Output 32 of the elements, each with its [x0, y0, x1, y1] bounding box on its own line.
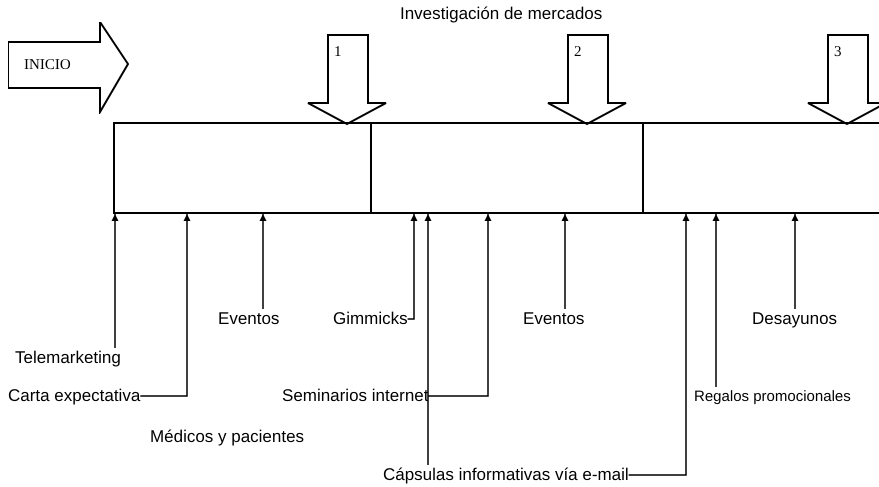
arrow	[260, 214, 266, 309]
arrow	[424, 214, 432, 465]
arrow	[792, 214, 798, 309]
timeline-segment	[642, 122, 879, 214]
timeline-segment	[113, 122, 372, 214]
activity-label: Desayunos	[752, 309, 838, 329]
start-label: INICIO	[24, 56, 71, 74]
down-block-arrow	[546, 34, 628, 126]
activity-label: Eventos	[523, 309, 584, 329]
activity-label: Regalos promocionales	[694, 387, 851, 407]
step-number: 2	[574, 43, 582, 61]
arrow	[562, 214, 568, 309]
down-block-arrow	[806, 34, 879, 126]
arrow	[112, 214, 118, 348]
arrow	[628, 214, 690, 476]
activity-label: Seminarios internet	[282, 386, 428, 406]
arrow	[408, 214, 418, 320]
activity-label: Médicos y pacientes	[150, 427, 304, 447]
start-block-arrow	[8, 22, 130, 114]
timeline-segment	[370, 122, 644, 214]
step-number: 1	[334, 43, 342, 61]
step-number: 3	[834, 43, 842, 61]
activity-label: Carta expectativa	[8, 386, 140, 406]
arrow	[712, 214, 720, 387]
title: Investigación de mercados	[400, 4, 602, 24]
activity-label: Eventos	[218, 309, 280, 329]
activity-label: Cápsulas informativas vía e-mail	[383, 465, 629, 485]
activity-label: Gimmicks	[333, 309, 408, 329]
activity-label: Telemarketing	[15, 348, 121, 368]
down-block-arrow	[306, 34, 388, 126]
arrow	[140, 214, 190, 397]
arrow	[428, 214, 492, 397]
